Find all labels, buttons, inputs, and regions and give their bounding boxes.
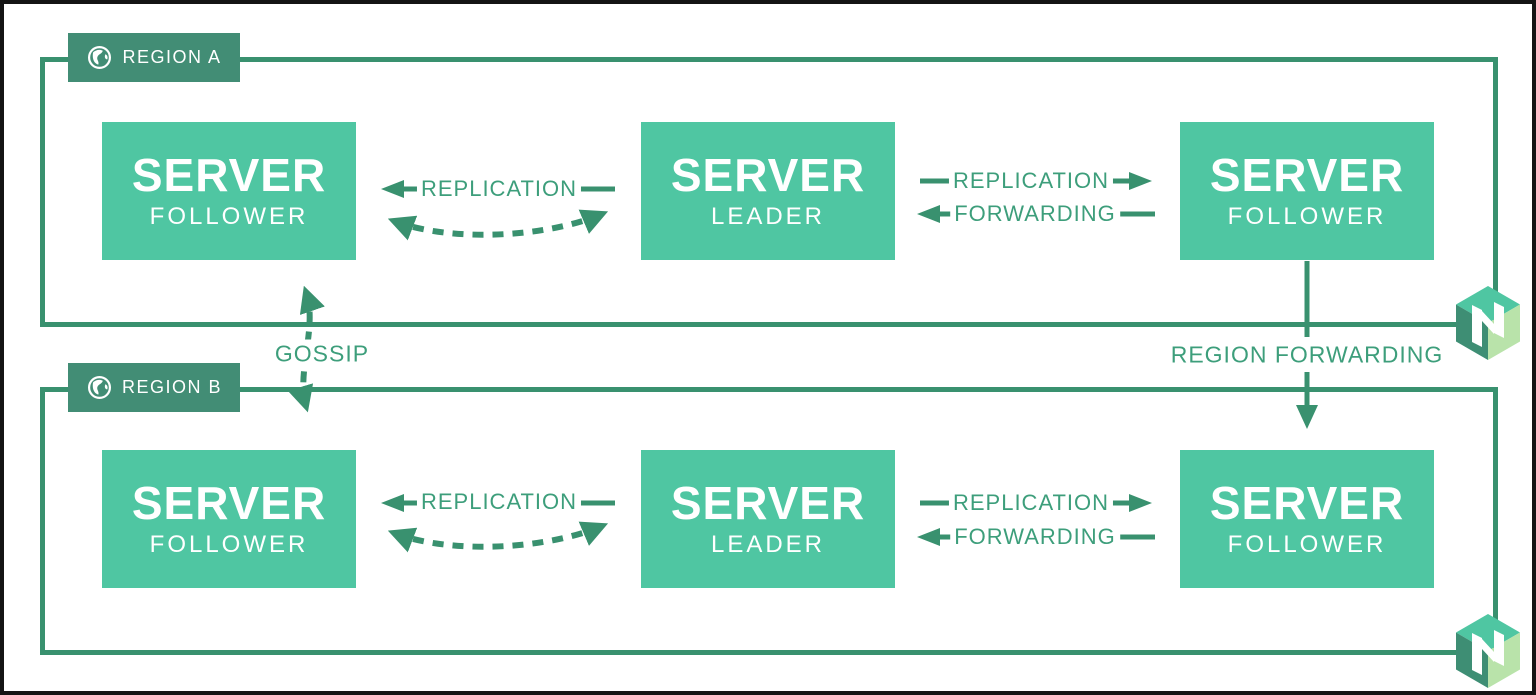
- server-box-a-follower-right: SERVER FOLLOWER: [1180, 122, 1434, 260]
- server-box-b-leader: SERVER LEADER: [641, 450, 895, 588]
- server-role: FOLLOWER: [1227, 531, 1387, 559]
- region-b-label: REGION B: [121, 377, 222, 397]
- globe-icon: [87, 376, 111, 399]
- server-title: SERVER: [1209, 148, 1405, 201]
- forwarding-label-b-right: FORWARDING: [950, 523, 1120, 551]
- forwarding-label-a-right: FORWARDING: [950, 200, 1120, 228]
- region-b-box: [40, 387, 1498, 655]
- region-a-box: [40, 57, 1498, 327]
- server-box-b-follower-right: SERVER FOLLOWER: [1180, 450, 1434, 588]
- globe-icon: [88, 46, 112, 69]
- server-role: LEADER: [710, 203, 826, 231]
- gossip-label: GOSSIP: [270, 339, 374, 369]
- replication-label-a-left: REPLICATION: [416, 175, 582, 203]
- server-box-b-follower-left: SERVER FOLLOWER: [102, 450, 356, 588]
- server-box-a-follower-left: SERVER FOLLOWER: [102, 122, 356, 260]
- server-role: FOLLOWER: [149, 203, 309, 231]
- nomad-cube-logo: [1456, 286, 1520, 360]
- region-a-label: REGION A: [122, 47, 222, 67]
- server-title: SERVER: [131, 148, 327, 201]
- replication-label-b-left: REPLICATION: [416, 488, 582, 516]
- region-forwarding-label: REGION FORWARDING: [1166, 340, 1448, 370]
- server-box-a-leader: SERVER LEADER: [641, 122, 895, 260]
- server-role: FOLLOWER: [149, 531, 309, 559]
- server-title: SERVER: [131, 476, 327, 529]
- server-title: SERVER: [1209, 476, 1405, 529]
- nomad-cube-logo: [1456, 614, 1520, 688]
- region-a-badge: REGION A: [68, 33, 240, 82]
- nomad-n-glyph: [1472, 630, 1504, 675]
- replication-label-a-right: REPLICATION: [948, 167, 1114, 195]
- region-b-badge: REGION B: [68, 363, 240, 412]
- nomad-n-glyph: [1472, 302, 1504, 347]
- server-title: SERVER: [670, 476, 866, 529]
- server-role: FOLLOWER: [1227, 203, 1387, 231]
- server-role: LEADER: [710, 531, 826, 559]
- server-title: SERVER: [670, 148, 866, 201]
- replication-label-b-right: REPLICATION: [948, 489, 1114, 517]
